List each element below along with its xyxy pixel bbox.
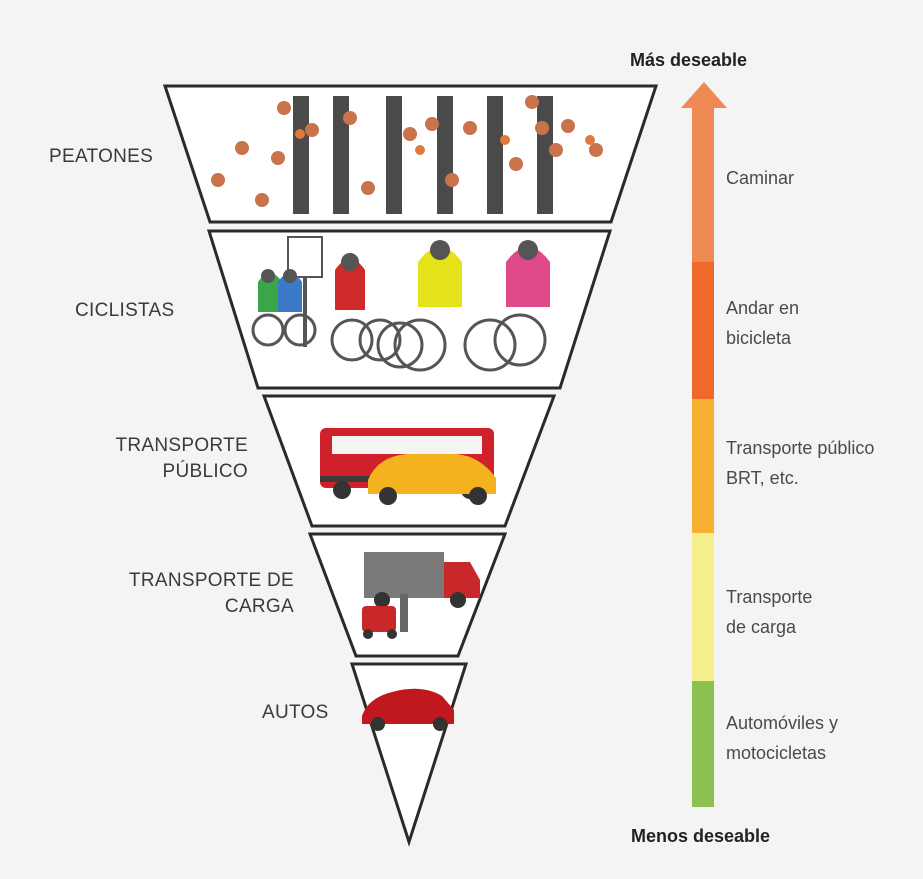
scale-label-cars-motorcycles: Automóviles y motocicletas — [726, 713, 839, 763]
tier-pedestrians — [162, 84, 659, 224]
scale-label-public-transport: Transporte público BRT, etc. — [726, 438, 875, 488]
tier-label-pedestrians: PEATONES — [49, 146, 154, 167]
cargo-truck-icon — [362, 552, 480, 639]
desirability-scale-bar — [681, 82, 727, 807]
scale-top-label: Más deseable — [630, 50, 748, 70]
scale-label-walk: Caminar — [726, 168, 795, 188]
cyclists-icon — [251, 236, 550, 372]
car-icon — [362, 688, 454, 731]
tier-label-cars: AUTOS — [262, 702, 329, 723]
scale-bottom-label: Menos deseable — [631, 826, 771, 846]
tier-cargo-transport — [307, 532, 508, 658]
scale-label-cargo: Transporte de carga — [726, 587, 813, 637]
bus-taxi-icon — [320, 428, 496, 505]
tier-cars — [349, 662, 469, 847]
tier-cyclists — [206, 229, 613, 390]
tier-public-transport — [261, 394, 557, 528]
tier-label-public-transport: TRANSPORTE PÚBLICO — [115, 435, 248, 482]
scale-label-bicycle: Andar en bicicleta — [726, 298, 800, 348]
pedestrian-crossing-icon — [211, 95, 603, 214]
arrow-up-icon — [681, 82, 727, 108]
tier-label-cyclists: CICLISTAS — [75, 300, 175, 321]
tier-label-cargo-transport: TRANSPORTE DE CARGA — [128, 570, 294, 617]
